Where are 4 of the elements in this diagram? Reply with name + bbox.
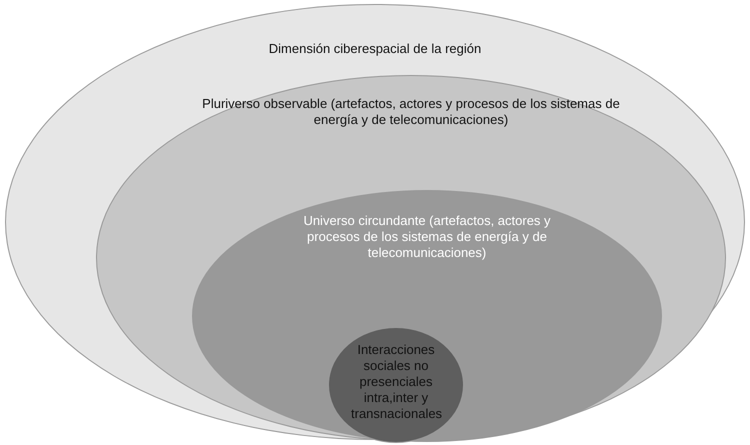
region-label: Interacciones sociales no presenciales intra,inter y transnacionales: [351, 342, 441, 422]
region-label: Pluriverso observable (artefactos, actores y procesos de los sistemas de energía y de telecomunicaciones): [201, 96, 621, 128]
region-label: Dimensión ciberespacial de la región: [268, 41, 482, 57]
region-label: Universo circundante (artefactos, actores y procesos de los sistemas de energía y de telecomunicaciones): [302, 213, 552, 261]
